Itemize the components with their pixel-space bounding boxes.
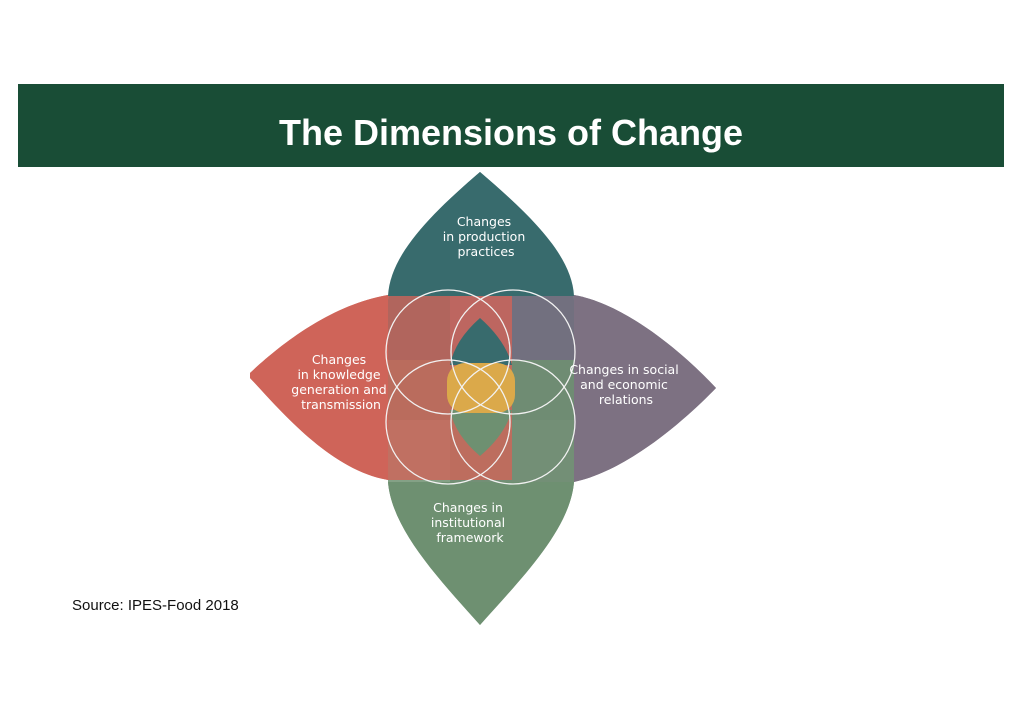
lens-production xyxy=(450,318,512,365)
source-note: Source: IPES-Food 2018 xyxy=(72,597,239,614)
label-social: Changes in social and economic relations xyxy=(569,362,682,407)
petal-social-outer xyxy=(574,295,716,482)
petal-production-outer xyxy=(388,172,574,296)
overlap-circles xyxy=(385,289,576,485)
label-institutional: Changes in institutional framework xyxy=(431,500,509,545)
petal-knowledge-outer xyxy=(250,295,388,480)
label-knowledge: Changes in knowledge generation and tran… xyxy=(291,352,390,412)
circle-top-right xyxy=(450,289,576,415)
title-banner: The Dimensions of Change xyxy=(18,84,1004,167)
petal-institutional-outer xyxy=(388,482,574,625)
page-title: The Dimensions of Change xyxy=(278,112,744,153)
circle-bottom-left xyxy=(385,359,511,485)
circle-bottom-right xyxy=(450,359,576,485)
lens-institutional xyxy=(450,410,512,456)
label-production: Changes in production practices xyxy=(443,214,529,259)
circle-top-left xyxy=(385,289,511,415)
center-intersection xyxy=(447,363,515,413)
